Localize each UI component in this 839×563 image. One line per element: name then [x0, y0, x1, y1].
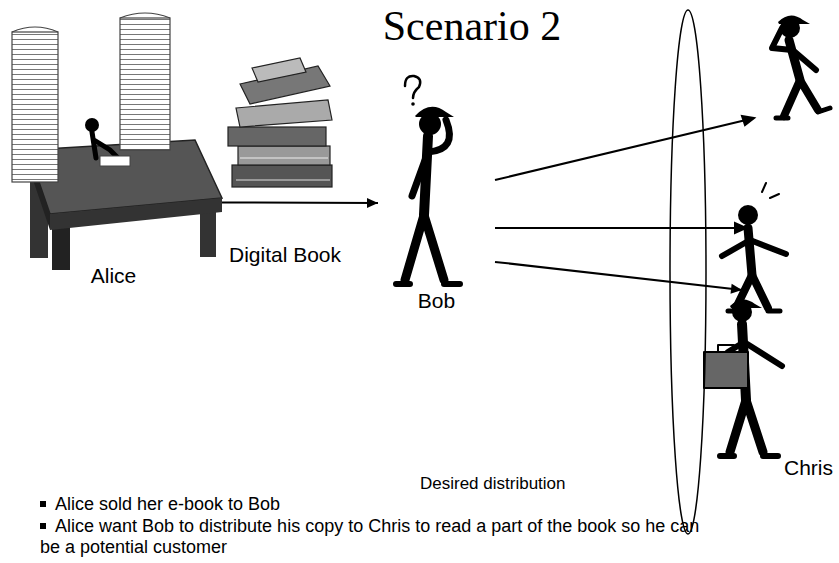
distribution-arrow	[222, 198, 378, 208]
books-illustration	[228, 58, 332, 187]
alice-node: Alice	[5, 40, 222, 290]
bob-figure	[396, 76, 460, 284]
connector-line	[222, 202, 378, 204]
bullet-text: Alice want Bob to distribute his copy to…	[40, 516, 699, 557]
bullet-marker	[40, 501, 46, 507]
bullet-marker	[40, 523, 46, 529]
figure-name: Chris	[781, 455, 836, 482]
diagram-title: Scenario 2	[383, 2, 561, 50]
edge-label: Digital Book	[227, 243, 343, 267]
distribution-ellipse	[670, 10, 706, 534]
distribution-line	[495, 116, 754, 233]
bullet-note: Alice want Bob to distribute his copy to…	[40, 516, 720, 558]
desk-illustration	[12, 13, 222, 270]
reader-figure	[772, 15, 830, 118]
chris-node: Chris	[700, 290, 836, 482]
arrow-head	[367, 198, 378, 208]
chris-figure	[704, 299, 782, 456]
bullet-text: Alice sold her e-book to Bob	[55, 494, 280, 514]
distribution-arrow	[495, 262, 742, 294]
figure-name: Bob	[415, 288, 458, 315]
figure-name: Alice	[88, 263, 140, 290]
distribution-label: Desired distribution	[420, 474, 566, 494]
connector-line	[495, 262, 742, 290]
reader-figure	[722, 183, 786, 311]
arrow-head	[731, 284, 742, 294]
bullet-note: Alice sold her e-book to Bob	[40, 494, 780, 515]
bob-node: Bob	[378, 80, 495, 315]
